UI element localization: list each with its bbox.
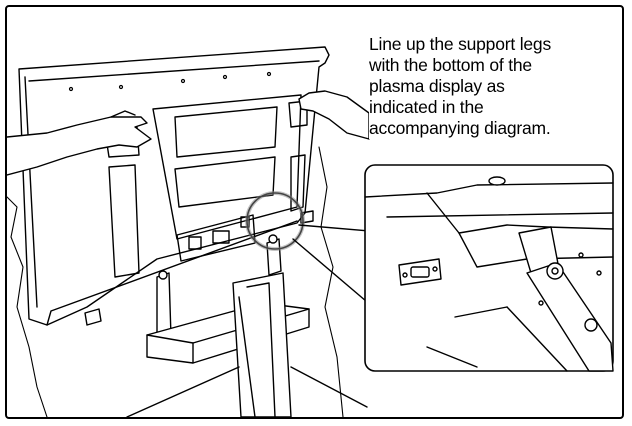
- installation-illustration: [7, 46, 614, 417]
- instruction-caption: Line up the support legs with the bottom…: [369, 34, 619, 139]
- caption-line-1: Line up the support legs: [369, 34, 552, 54]
- support-leg-icon: [126, 234, 368, 417]
- hand-icon-right: [298, 90, 370, 140]
- caption-line-3: plasma display as: [369, 76, 505, 96]
- caption-line-4: indicated in the: [369, 97, 484, 117]
- detail-inset: [364, 164, 614, 372]
- magnifier-callout-icon: [245, 191, 418, 308]
- diagram-frame: Line up the support legs with the bottom…: [5, 5, 624, 419]
- caption-line-2: with the bottom of the: [369, 55, 532, 75]
- hand-icon-left: [7, 110, 152, 176]
- caption-line-5: accompanying diagram.: [369, 118, 551, 138]
